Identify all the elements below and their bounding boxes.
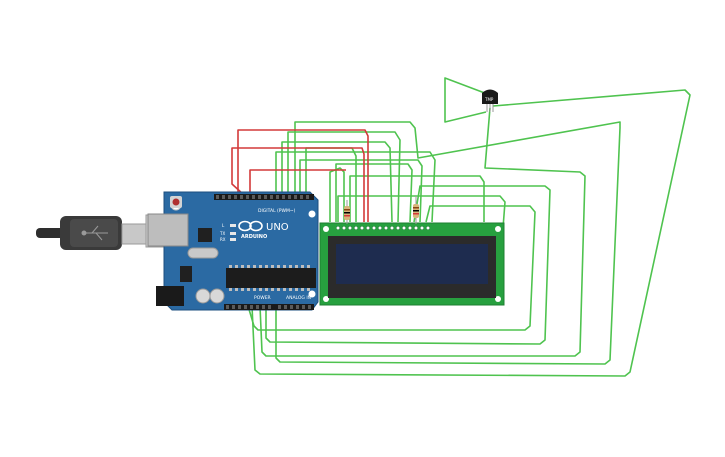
wire-lcd-3[interactable]	[275, 151, 436, 223]
crystal	[187, 247, 219, 259]
atmega-chip	[226, 268, 316, 288]
wire-lcd-2[interactable]	[281, 141, 393, 223]
resistor-2[interactable]	[413, 196, 419, 224]
wire-outer-right[interactable]	[275, 121, 621, 365]
power-header-label: POWER	[254, 295, 271, 301]
wire-lcd-gnd-1[interactable]	[265, 185, 551, 345]
capacitor-1	[195, 288, 211, 304]
wire-lcd-4[interactable]	[299, 159, 423, 223]
usb-chip	[198, 228, 212, 242]
led-rx	[230, 238, 236, 241]
led-l	[230, 224, 236, 227]
wire-pot-contrast[interactable]	[349, 175, 485, 222]
arduino-uno-board[interactable]: L TX RX ARDUINO UNO DIGITAL (PWM~) POWER…	[147, 191, 319, 311]
model-label: UNO	[266, 222, 289, 233]
wires-green[interactable]	[247, 77, 691, 377]
analog-header-label: ANALOG IN	[286, 295, 311, 301]
wire-lcd-vcc[interactable]	[337, 195, 506, 229]
arduino-logo-icon	[238, 220, 263, 232]
lcd-screen	[336, 244, 488, 284]
usb-cable-wire	[36, 228, 66, 238]
digital-header-label: DIGITAL (PWM~)	[258, 208, 296, 214]
capacitor-2	[209, 288, 225, 304]
wire-red-3[interactable]	[249, 169, 346, 195]
usb-symbol-icon	[81, 225, 108, 241]
led-l-label: L	[222, 223, 225, 228]
wire-red-2[interactable]	[231, 147, 365, 222]
brand-label: ARDUINO	[241, 234, 267, 240]
wire-lcd-6[interactable]	[329, 167, 345, 222]
wire-lcd-1[interactable]	[287, 131, 401, 223]
wire-sensor-out[interactable]	[251, 89, 691, 377]
led-tx-label: TX	[219, 231, 225, 236]
wire-lcd-7[interactable]	[335, 163, 413, 223]
wires-red[interactable]	[231, 129, 369, 222]
resistor-1[interactable]	[344, 200, 350, 224]
wire-sensor-gnd[interactable]	[259, 107, 586, 357]
usb-port[interactable]	[147, 213, 189, 247]
wire-lcd-gnd-2[interactable]	[247, 205, 536, 331]
lcd-pin-row[interactable]	[335, 225, 431, 231]
power-jack[interactable]	[156, 286, 184, 306]
wire-red-1[interactable]	[237, 129, 369, 222]
led-rx-label: RX	[220, 237, 226, 242]
sensor-label: TMP	[484, 97, 494, 102]
temperature-sensor-icon[interactable]: TMP	[482, 89, 498, 113]
lcd-16x2[interactable]	[319, 222, 505, 306]
led-tx	[230, 232, 236, 235]
